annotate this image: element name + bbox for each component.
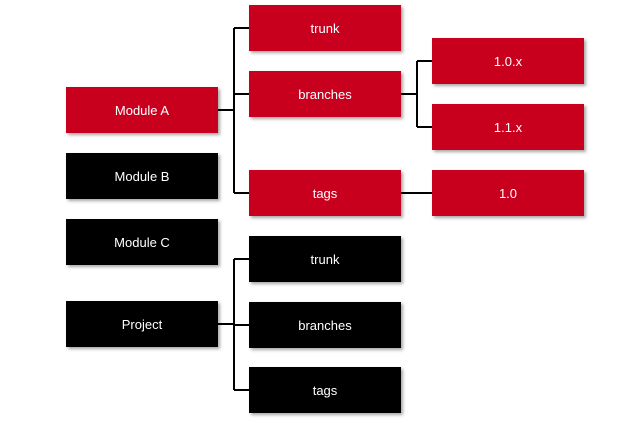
tag-1-0-node: 1.0 (432, 170, 584, 216)
project-branches-node: branches (249, 302, 401, 348)
module-a-tags-node: tags (249, 170, 401, 216)
project-trunk-node: trunk (249, 236, 401, 282)
branch-1-1-x-node: 1.1.x (432, 104, 584, 150)
branch-1-0-x-node: 1.0.x (432, 38, 584, 84)
module-b-node: Module B (66, 153, 218, 199)
module-c-node: Module C (66, 219, 218, 265)
module-a-trunk-node: trunk (249, 5, 401, 51)
project-tags-node: tags (249, 367, 401, 413)
module-a-branches-node: branches (249, 71, 401, 117)
project-node: Project (66, 301, 218, 347)
module-a-node: Module A (66, 87, 218, 133)
